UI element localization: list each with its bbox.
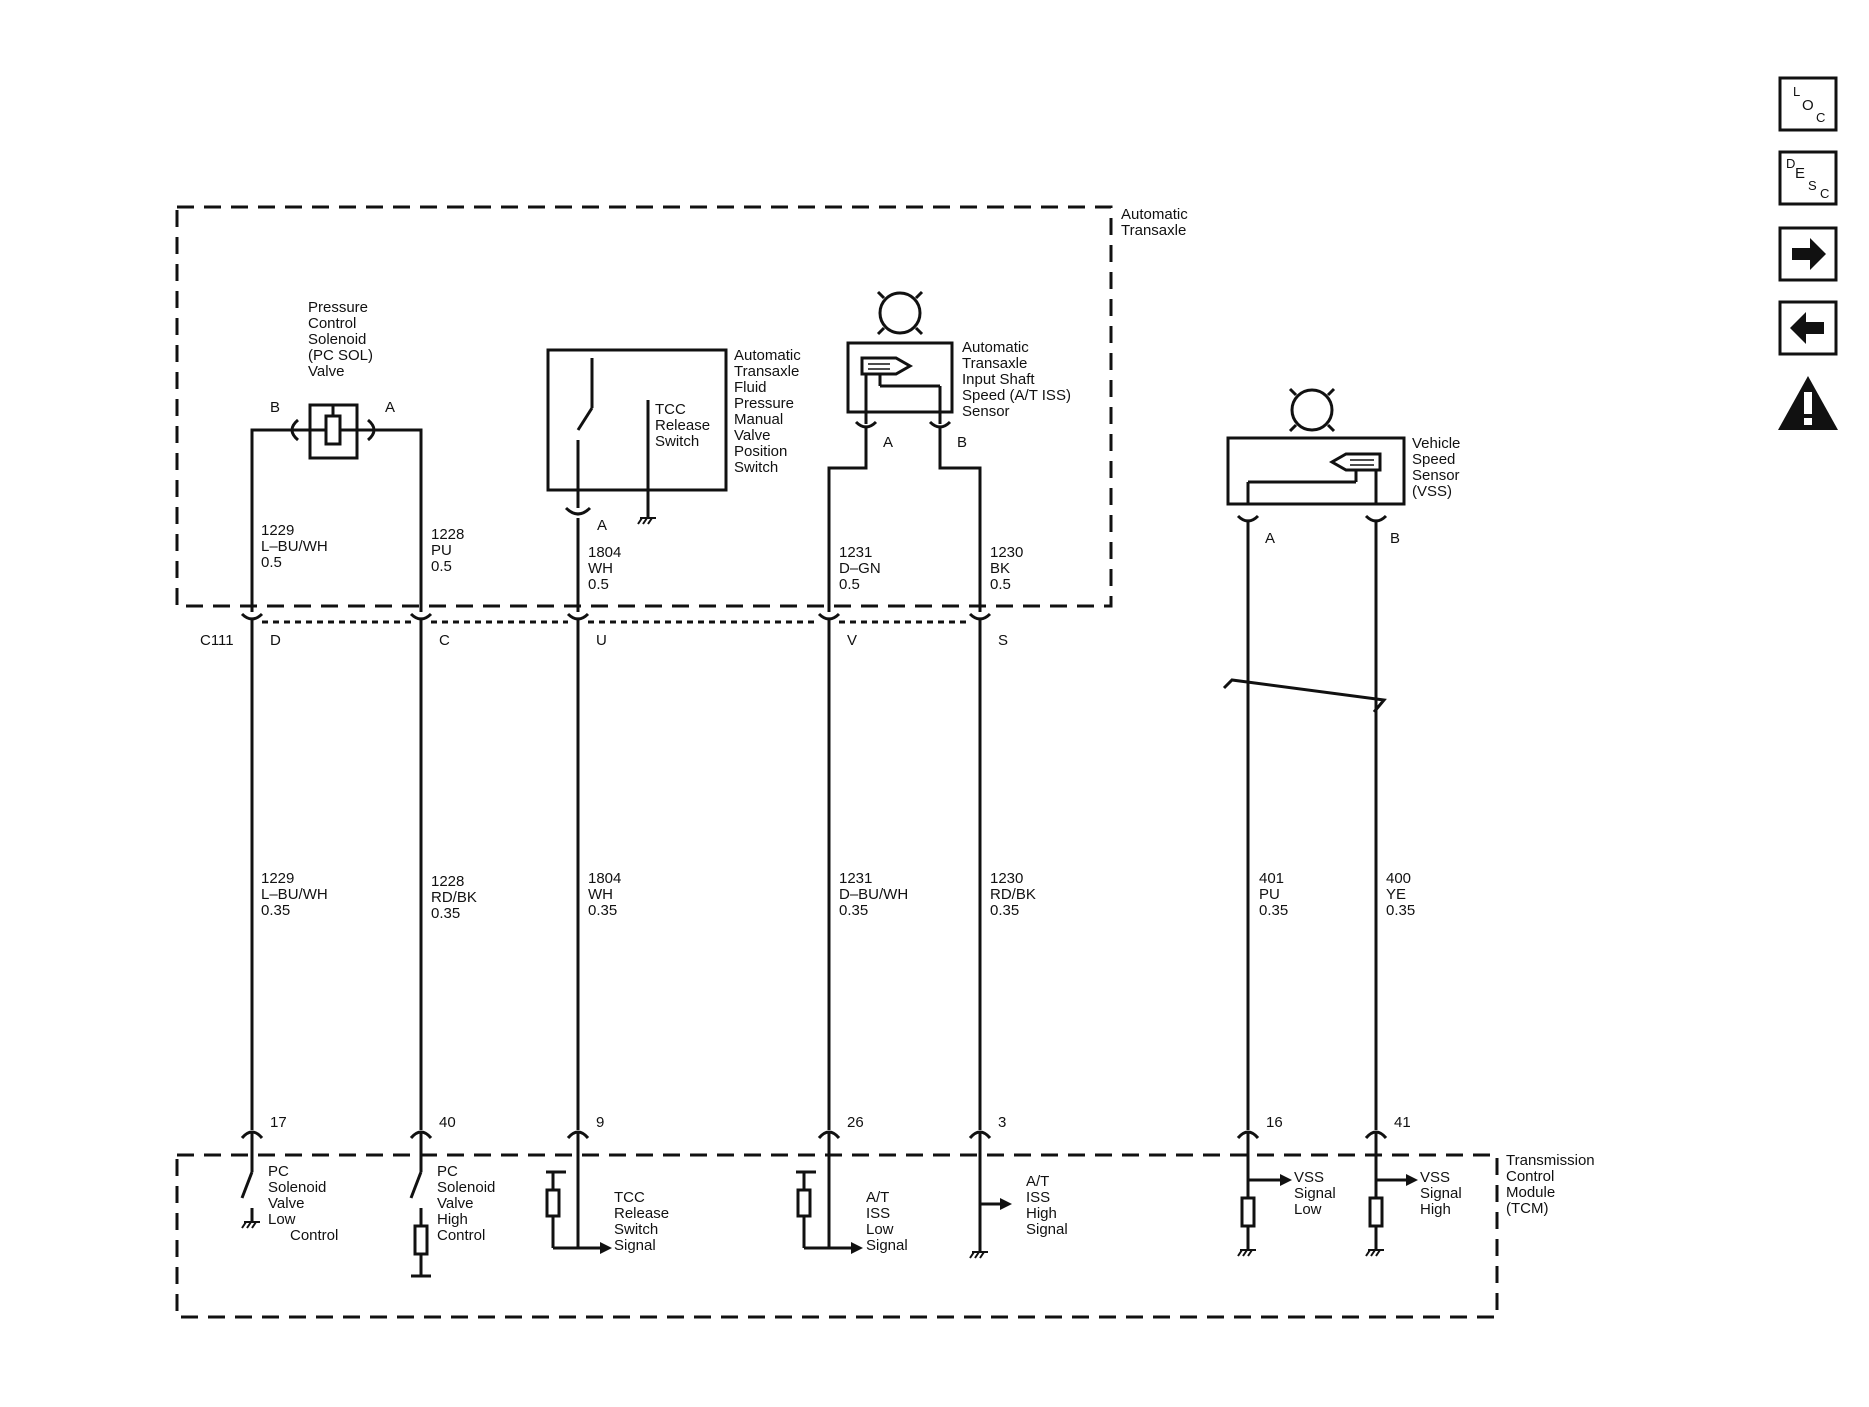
tcm-internal-circuits (240, 1158, 1406, 1278)
tcm-pin-41: 41 (1394, 1114, 1411, 1131)
desc-button[interactable]: D E S C (1778, 150, 1838, 206)
c111-pin-s: S (998, 632, 1008, 649)
svg-text:D: D (1786, 156, 1795, 171)
vss-pin-b: B (1390, 530, 1400, 547)
tcc-switch-inner-label: TCC Release Switch (655, 401, 714, 450)
iss-sensor-pin-a: A (883, 434, 893, 451)
tcm-pin-connectors (240, 1130, 1388, 1158)
transaxle-enclosure (175, 205, 1113, 608)
c111-connector-name: C111 (200, 632, 234, 649)
tcm-pin-3: 3 (998, 1114, 1006, 1131)
tcm-pin-17: 17 (270, 1114, 287, 1131)
wire-break-symbol (1222, 678, 1387, 713)
c111-pin-d: D (270, 632, 281, 649)
tcm-pin-40: 40 (439, 1114, 456, 1131)
svg-text:O: O (1802, 97, 1814, 114)
caution-button[interactable] (1778, 376, 1838, 430)
ground-icon (241, 1221, 1384, 1259)
tcm-pin-16: 16 (1266, 1114, 1283, 1131)
pc-solenoid-label: Pressure Control Solenoid (PC SOL) Valve (308, 299, 377, 380)
svg-text:E: E (1795, 165, 1805, 182)
next-arrow-button[interactable] (1778, 226, 1838, 282)
arrow-right-icon (1792, 238, 1826, 270)
ground-icon (637, 517, 656, 525)
vss-label: Vehicle Speed Sensor (VSS) (1412, 435, 1465, 500)
tcc-switch-pin-a: A (597, 517, 607, 534)
loc-button[interactable]: L O C (1778, 76, 1838, 132)
c111-connector (240, 612, 992, 632)
svg-text:L: L (1793, 84, 1800, 99)
pc-solenoid-valve (286, 403, 380, 460)
vss-pin-a: A (1265, 530, 1275, 547)
iss-sensor-pin-b: B (957, 434, 967, 451)
vss-sensor (1226, 387, 1406, 523)
tcc-switch-label: Automatic Transaxle Fluid Pressure Manua… (734, 347, 805, 476)
arrow-left-icon (1790, 312, 1824, 344)
c111-pin-v: V (847, 632, 857, 649)
svg-text:C: C (1820, 186, 1829, 201)
tcm-enclosure (175, 1153, 1499, 1319)
tcm-pin-9: 9 (596, 1114, 604, 1131)
transaxle-enclosure-label: Automatic Transaxle (1121, 206, 1192, 239)
svg-text:C: C (1816, 110, 1825, 125)
c111-pin-c: C (439, 632, 450, 649)
svg-text:S: S (1808, 178, 1817, 193)
iss-sensor (846, 290, 954, 429)
previous-arrow-button[interactable] (1778, 300, 1838, 356)
c111-pin-u: U (596, 632, 607, 649)
wire-paths (250, 428, 1378, 1130)
iss-sensor-label: Automatic Transaxle Input Shaft Speed (A… (962, 339, 1075, 420)
tcc-release-switch (546, 348, 728, 518)
tcm-enclosure-label: Transmission Control Module (TCM) (1506, 1152, 1599, 1217)
tcm-pin-26: 26 (847, 1114, 864, 1131)
pc-sol-pin-b: B (270, 399, 280, 416)
pc-sol-pin-a: A (385, 399, 395, 416)
arrow-icon (600, 1174, 1418, 1254)
